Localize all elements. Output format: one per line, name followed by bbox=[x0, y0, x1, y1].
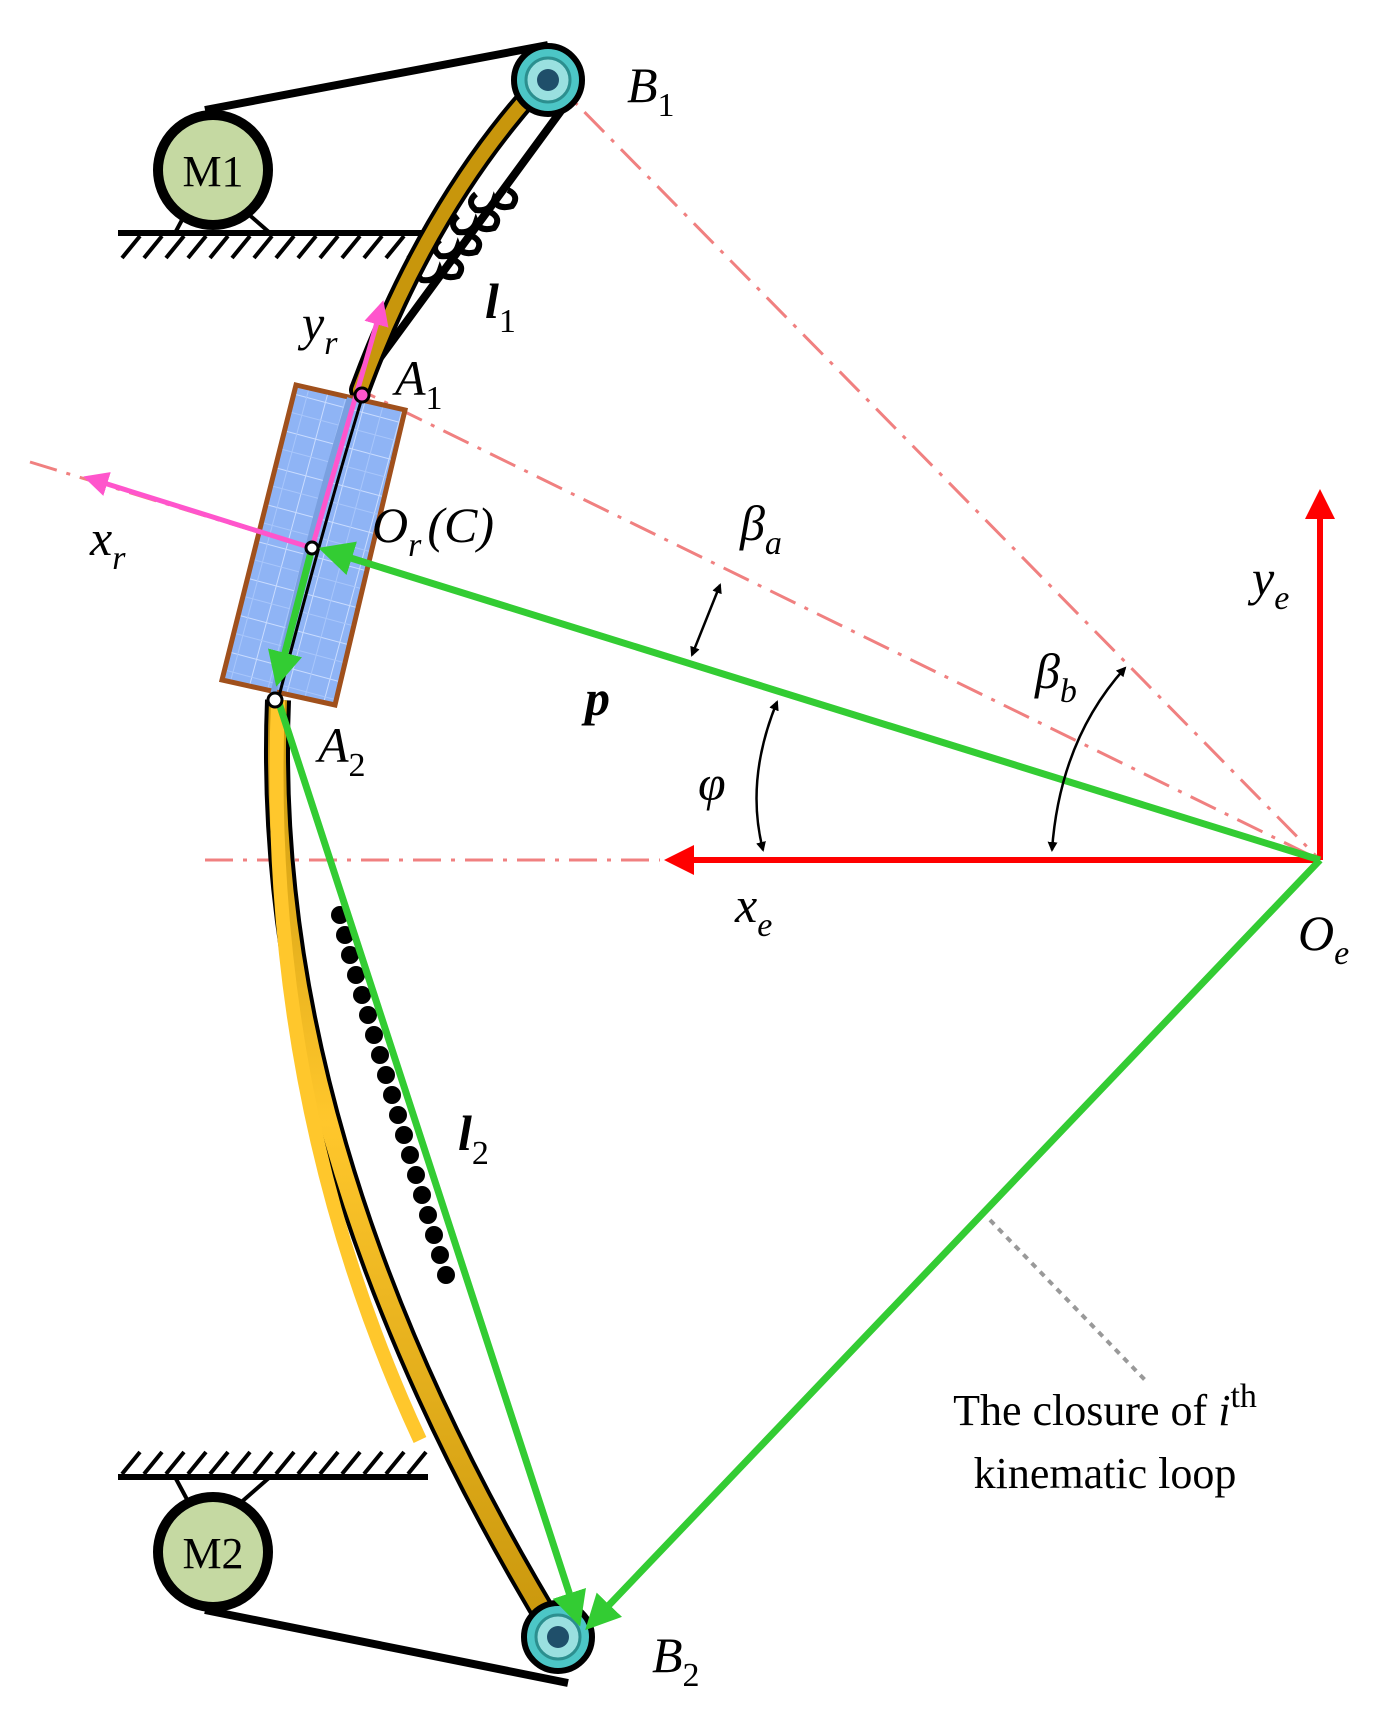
label-a1: A1 bbox=[392, 350, 443, 417]
belt-top bbox=[204, 41, 584, 388]
beta-b-arc bbox=[1047, 666, 1127, 852]
label-yr: yr bbox=[297, 295, 338, 362]
local-frame bbox=[83, 300, 389, 551]
rod-lower bbox=[263, 699, 572, 1647]
loop-vectors bbox=[268, 541, 1323, 1631]
ref-line-b1 bbox=[546, 73, 1322, 862]
label-l2: l2 bbox=[458, 1105, 489, 1172]
global-frame bbox=[664, 489, 1335, 875]
label-beta-b: βb bbox=[1034, 643, 1077, 710]
label-b2: B2 bbox=[652, 1627, 700, 1694]
joints bbox=[266, 386, 371, 709]
vector-orc-a2 bbox=[268, 547, 316, 687]
motor-m1-label: M1 bbox=[182, 147, 243, 196]
label-b1: B1 bbox=[627, 57, 675, 124]
note-line-2: kinematic loop bbox=[974, 1449, 1237, 1498]
motor-m1: M1 bbox=[153, 110, 273, 230]
pulley-b1 bbox=[511, 43, 585, 117]
spring-l1 bbox=[414, 187, 519, 284]
note-line-1: The closure of ith bbox=[953, 1378, 1257, 1435]
phi-arc bbox=[755, 700, 779, 852]
vector-oe-b2 bbox=[585, 857, 1323, 1631]
label-or: Or(C) bbox=[372, 497, 494, 564]
motor-m2-label: M2 bbox=[182, 1529, 243, 1578]
note-leader bbox=[988, 1218, 1147, 1382]
label-phi: φ bbox=[698, 755, 726, 811]
yr-axis bbox=[309, 300, 389, 549]
motor-m2: M2 bbox=[153, 1492, 273, 1612]
vector-p bbox=[318, 541, 1322, 864]
label-xr: xr bbox=[89, 510, 126, 577]
beta-a-arrow bbox=[690, 583, 722, 657]
ground-bottom bbox=[118, 1450, 428, 1507]
ref-line-a1 bbox=[349, 383, 1321, 862]
label-p: p bbox=[581, 670, 610, 726]
joint-a1 bbox=[353, 386, 371, 404]
label-a2: A2 bbox=[315, 717, 366, 784]
spring-l2 bbox=[331, 906, 455, 1284]
joint-or bbox=[304, 540, 320, 556]
label-ye: ye bbox=[1247, 550, 1289, 617]
label-beta-a: βa bbox=[739, 495, 782, 562]
angle-arcs bbox=[690, 583, 1127, 852]
vector-l2 bbox=[274, 698, 586, 1627]
xr-axis bbox=[83, 472, 313, 551]
label-l1: l1 bbox=[485, 273, 516, 340]
belt-bottom bbox=[204, 1606, 569, 1687]
ground-top bbox=[118, 203, 428, 260]
rod-upper bbox=[349, 64, 559, 401]
joint-a2 bbox=[266, 691, 284, 709]
label-xe: xe bbox=[734, 877, 772, 944]
label-oe: Oe bbox=[1298, 905, 1349, 972]
pulley-b2 bbox=[521, 1600, 595, 1674]
